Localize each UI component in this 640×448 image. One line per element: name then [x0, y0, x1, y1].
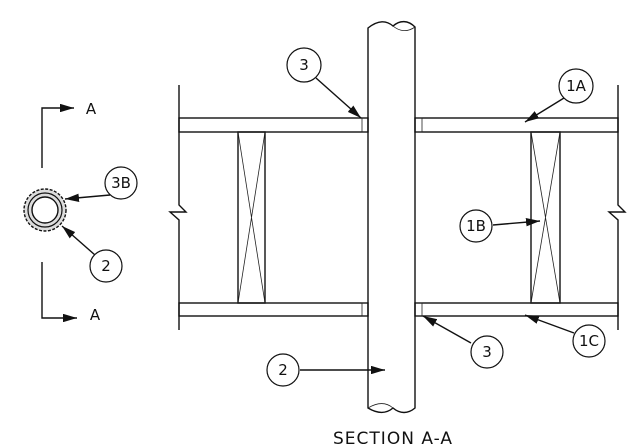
leaders [61, 77, 575, 375]
svg-text:2: 2 [278, 361, 288, 379]
wall-left-edge [168, 85, 188, 330]
section-cut-bottom: A [41, 262, 101, 324]
callout-2-detail: 2 [89, 249, 123, 283]
callout-1B: 1B [459, 209, 493, 243]
sealant-bottom-left [361, 302, 369, 317]
bottom-plate-1C [178, 302, 619, 317]
callout-3-bottom: 3 [470, 335, 504, 369]
wall-right-edge [607, 85, 627, 330]
svg-text:1A: 1A [566, 77, 587, 95]
pipe-cross-section-detail [23, 188, 67, 232]
section-mark-bottom: A [90, 306, 101, 324]
callout-3B: 3B [104, 166, 138, 200]
top-plate-1A [178, 117, 619, 133]
svg-text:3B: 3B [111, 174, 131, 192]
svg-text:2: 2 [101, 257, 111, 275]
sealant-bottom-right [414, 302, 423, 317]
callout-2-pipe: 2 [266, 353, 300, 387]
section-mark-top: A [86, 100, 97, 118]
section-cut-top: A [41, 100, 97, 168]
callout-1C: 1C [572, 324, 606, 358]
svg-text:3: 3 [482, 343, 492, 361]
pipe [367, 20, 416, 414]
sealant-top-right [414, 117, 423, 133]
svg-text:3: 3 [299, 56, 309, 74]
callout-3-top: 3 [286, 47, 322, 83]
stud-left [237, 131, 266, 304]
section-title: SECTION A-A [333, 429, 453, 448]
callout-1A: 1A [558, 68, 594, 104]
stud-right-1B [530, 131, 561, 304]
svg-text:1B: 1B [466, 217, 486, 235]
svg-text:1C: 1C [579, 332, 599, 350]
sealant-top-left [361, 117, 369, 133]
